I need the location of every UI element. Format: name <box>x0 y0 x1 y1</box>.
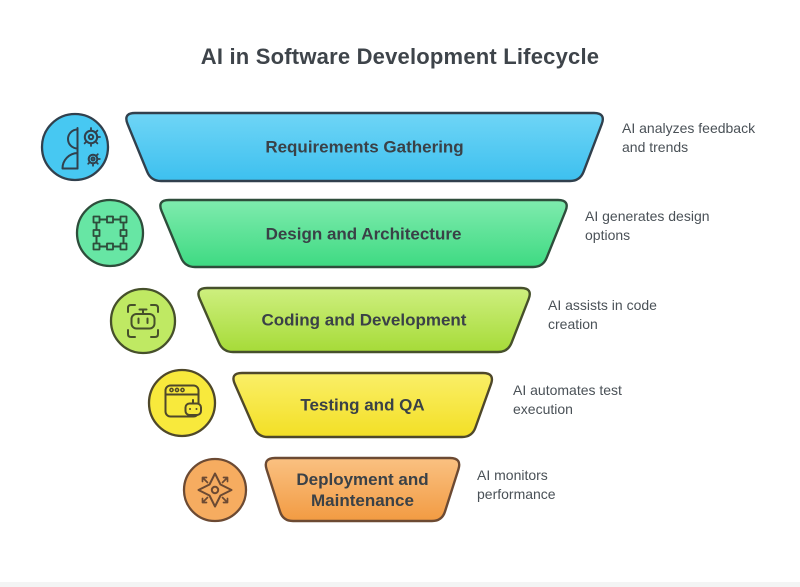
desc-line: execution <box>513 401 573 417</box>
stage-label-coding: Coding and Development <box>261 310 467 330</box>
stage-desc-testing: AI automates test execution <box>513 381 622 419</box>
browser-robot-icon <box>147 368 217 438</box>
desc-line: creation <box>548 316 598 332</box>
stage-desc-design: AI generates design options <box>585 207 710 245</box>
desc-line: AI monitors <box>477 467 548 483</box>
person-gears-icon <box>40 112 110 182</box>
funnel-stage-5-shape <box>264 456 461 523</box>
stage-label-design: Design and Architecture <box>265 224 462 243</box>
desc-line: and trends <box>622 139 689 155</box>
funnel-stage-4-shape <box>232 371 494 439</box>
stage-label-deployment: Deployment and Maintenance <box>296 469 429 510</box>
funnel-stage-3-shape <box>197 286 531 354</box>
desc-line: AI assists in code <box>548 297 657 313</box>
compass-star-icon <box>182 457 248 523</box>
desc-line: AI generates design <box>585 208 710 224</box>
stage-label-testing: Testing and QA <box>300 395 425 415</box>
stage-desc-coding: AI assists in code creation <box>548 296 657 334</box>
funnel-stage-1-shape <box>125 111 605 183</box>
desc-line: options <box>585 227 631 243</box>
stage-desc-deployment: AI monitors performance <box>477 466 556 504</box>
page-title: AI in Software Development Lifecycle <box>200 44 600 69</box>
footer-strip <box>0 582 800 587</box>
desc-line: performance <box>477 486 556 502</box>
robot-scan-icon <box>109 287 177 355</box>
desc-line: AI analyzes feedback <box>622 120 756 136</box>
selection-frame-icon <box>75 198 145 268</box>
stage-label-requirements: Requirements Gathering <box>265 137 464 157</box>
stage-desc-requirements: AI analyzes feedback and trends <box>622 119 755 157</box>
funnel-stage-2-shape <box>159 198 568 269</box>
desc-line: AI automates test <box>513 382 622 398</box>
